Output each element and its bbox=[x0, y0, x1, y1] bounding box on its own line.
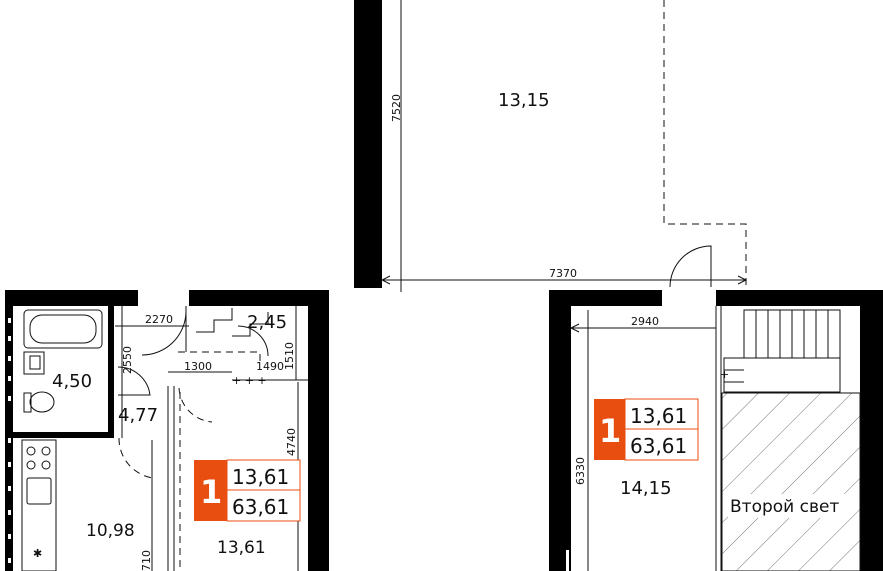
l2-right-wall bbox=[860, 290, 883, 571]
badge2-total-area: 63,61 bbox=[630, 434, 687, 458]
upper-left-wall bbox=[354, 0, 382, 288]
toilet-bowl-icon bbox=[29, 391, 55, 413]
bathtub-inner bbox=[29, 314, 97, 344]
l2-window bbox=[566, 550, 569, 571]
dim-7520: 7520 bbox=[390, 94, 403, 122]
l1-left-wall bbox=[5, 290, 13, 571]
badge2-number-box bbox=[594, 399, 625, 460]
level1-plan: ✱ 2270 2550 1300 1490 + + + 1510 4740 bbox=[5, 290, 329, 571]
l1-window-ticks bbox=[8, 318, 11, 563]
dim-arrow-2940-left bbox=[569, 323, 580, 333]
dim-arrow-7370-left bbox=[380, 275, 391, 285]
badge-number-box bbox=[194, 460, 227, 521]
toilet-tank-icon bbox=[23, 392, 32, 413]
badge2-living-area: 13,61 bbox=[630, 404, 687, 428]
room-area-upper: 13,15 bbox=[498, 90, 550, 111]
closet-door-swing bbox=[178, 387, 213, 423]
l1-right-wall bbox=[308, 290, 329, 571]
void-label: Второй свет bbox=[730, 497, 839, 517]
l2-top-wall-left bbox=[549, 290, 662, 306]
room-area-hall: 4,77 bbox=[118, 405, 158, 426]
dim-arrow-7370-right bbox=[737, 275, 748, 285]
dim-2270: 2270 bbox=[145, 313, 173, 326]
badge-living-area: 13,61 bbox=[232, 465, 289, 489]
dim-4740: 4740 bbox=[285, 428, 298, 456]
dim-1300: 1300 bbox=[184, 360, 212, 373]
room-area-bedroom: 14,15 bbox=[620, 478, 672, 499]
upper-room-outline bbox=[663, 0, 747, 285]
bath-door-swing bbox=[117, 366, 151, 396]
void-label-bg bbox=[728, 494, 846, 518]
dim-710: 710 bbox=[140, 550, 153, 571]
dim-1510: 1510 bbox=[283, 342, 296, 370]
dim-plus-ticks: + + + bbox=[232, 374, 267, 387]
kitchen-counter bbox=[21, 439, 57, 571]
room-area-kitchen: 10,98 bbox=[86, 521, 135, 541]
l2-stairs: + bbox=[720, 309, 841, 393]
bathtub-icon bbox=[23, 309, 103, 349]
svg-text:+: + bbox=[720, 368, 729, 381]
stove-icon bbox=[26, 446, 51, 470]
l1-bath-wall-vertical bbox=[108, 306, 114, 436]
dim-6330: 6330 bbox=[574, 457, 587, 485]
level1-area-badge: 1 13,61 63,61 bbox=[194, 459, 301, 522]
kitchen-sink-icon bbox=[26, 477, 52, 505]
second-light-void bbox=[721, 392, 861, 571]
l1-top-wall-left bbox=[5, 290, 138, 306]
badge2-number: 1 bbox=[599, 412, 621, 450]
bath-sink-bowl bbox=[29, 355, 41, 370]
room-area-living: 13,61 bbox=[217, 538, 266, 558]
fridge-icon: ✱ bbox=[33, 547, 42, 560]
hall-door-swing bbox=[118, 437, 154, 479]
l1-bath-wall-horizontal bbox=[13, 432, 114, 438]
l2-left-wall bbox=[549, 290, 571, 571]
upper-door-swing bbox=[669, 245, 712, 288]
dim-2550: 2550 bbox=[121, 346, 134, 374]
room-area-stair: 2,45 bbox=[247, 312, 287, 333]
l2-top-wall-right bbox=[716, 290, 883, 306]
dim-2940: 2940 bbox=[631, 315, 659, 328]
bath-sink-icon bbox=[23, 351, 45, 375]
dim-1490: 1490 bbox=[256, 360, 284, 373]
room-area-bathroom: 4,50 bbox=[52, 371, 92, 392]
dim-7370: 7370 bbox=[549, 267, 577, 280]
l1-stairs bbox=[178, 308, 269, 366]
level2-area-badge: 1 13,61 63,61 bbox=[594, 398, 699, 461]
entry-door-swing bbox=[141, 311, 187, 356]
upper-level-plan: 7520 7370 13,15 bbox=[354, 0, 748, 292]
badge-total-area: 63,61 bbox=[232, 495, 289, 519]
level2-plan: + 2940 6330 14,15 Второй свет 1 13,61 63… bbox=[549, 290, 883, 571]
l1-top-wall-right bbox=[189, 290, 329, 306]
badge-number: 1 bbox=[200, 473, 222, 511]
